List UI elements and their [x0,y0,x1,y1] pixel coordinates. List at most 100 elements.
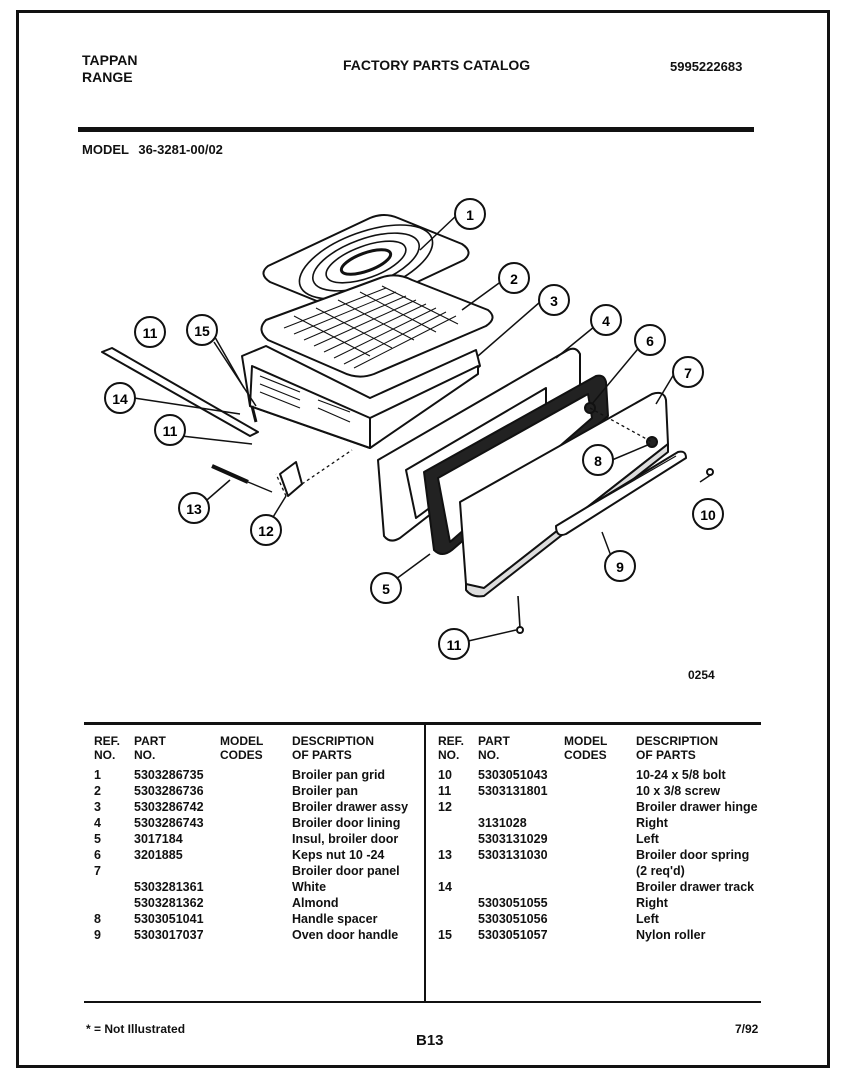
svg-text:9: 9 [616,559,624,575]
description-cell: Left [636,912,659,926]
ref-cell: 3 [94,800,101,814]
description-cell: 10-24 x 5/8 bolt [636,768,726,782]
ref-cell: 8 [94,912,101,926]
callout-11-top: 11 [134,316,166,348]
model-code-cell [220,784,292,800]
ref-cell: 2 [94,784,101,798]
svg-text:2: 2 [510,271,518,287]
description-cell: Nylon roller [636,928,706,942]
part-number-cell: 5303286736 [134,784,204,798]
svg-text:4: 4 [602,313,610,329]
ref-cell [438,864,478,880]
model-label: MODEL [82,142,129,157]
part-number-cell: 5303051041 [134,912,204,926]
svg-text:1: 1 [466,207,474,223]
callout-4: 4 [590,304,622,336]
catalog-title: FACTORY PARTS CATALOG [343,57,531,73]
part-number-cell: 5303281361 [134,880,204,894]
part-number-cell: 5303131030 [478,848,548,862]
ref-cell: 7 [94,864,101,878]
table-row: (2 req'd) [438,864,778,880]
model-code-cell [220,832,292,848]
description-cell: Broiler pan grid [292,768,386,782]
part-number-cell: 5303281362 [134,896,204,910]
product-type: RANGE [82,69,133,85]
model-code-cell [564,880,636,896]
not-illustrated-note: * = Not Illustrated [86,1022,186,1036]
callout-14: 14 [104,382,136,414]
description-cell: Broiler door panel [292,864,400,878]
callout-13: 13 [178,492,210,524]
col-ref-header: REF.NO. [94,734,121,762]
model-code-cell [564,800,636,816]
description-cell: Broiler drawer hinge [636,800,758,814]
catalog-number: 5995222683 [670,59,743,74]
ref-cell: 5 [94,832,101,846]
model-code-cell [564,928,636,944]
callout-5: 5 [370,572,402,604]
callout-8: 8 [582,444,614,476]
part-number-cell: 3131028 [478,816,527,830]
ref-cell [438,912,478,928]
svg-text:8: 8 [594,453,602,469]
model-code-cell [564,816,636,832]
model-line: MODEL 36-3281-00/02 [82,141,223,158]
description-cell: Left [636,832,659,846]
model-code-cell [220,864,292,880]
ref-cell [438,896,478,912]
part-number-cell: 5303051043 [478,768,548,782]
svg-text:11: 11 [163,423,178,439]
model-code-cell [220,816,292,832]
callout-3: 3 [538,284,570,316]
exploded-parts-diagram: 1 2 3 4 6 7 8 10 9 5 12 13 14 11 11 15 1… [101,198,724,660]
svg-text:11: 11 [143,325,158,341]
part-number-cell [478,800,564,816]
model-code-cell [564,832,636,848]
svg-text:6: 6 [646,333,654,349]
part-number-cell: 5303051055 [478,896,548,910]
description-cell: Handle spacer [292,912,378,926]
brand-name: TAPPAN [82,52,138,68]
ref-cell: 14 [438,880,452,894]
ref-cell: 6 [94,848,101,862]
svg-text:10: 10 [700,507,716,523]
callout-11-door: 11 [438,628,470,660]
table-row: 8 5303051041 Handle spacer [94,912,434,928]
callout-9: 9 [604,550,636,582]
description-cell: Broiler door lining [292,816,401,830]
callout-6: 6 [634,324,666,356]
description-cell: White [292,880,327,894]
model-code-cell [220,800,292,816]
part-number-cell: 5303286742 [134,800,204,814]
description-cell: Broiler door spring [636,848,750,862]
ref-cell: 11 [438,784,452,798]
ref-cell: 10 [438,768,452,782]
table-divider [424,725,426,1001]
model-code-cell [564,848,636,864]
ref-cell: 4 [94,816,101,830]
brand-block: TAPPAN RANGE [82,52,137,86]
ref-cell: 1 [94,768,101,782]
table-bottom-rule [84,1001,761,1003]
